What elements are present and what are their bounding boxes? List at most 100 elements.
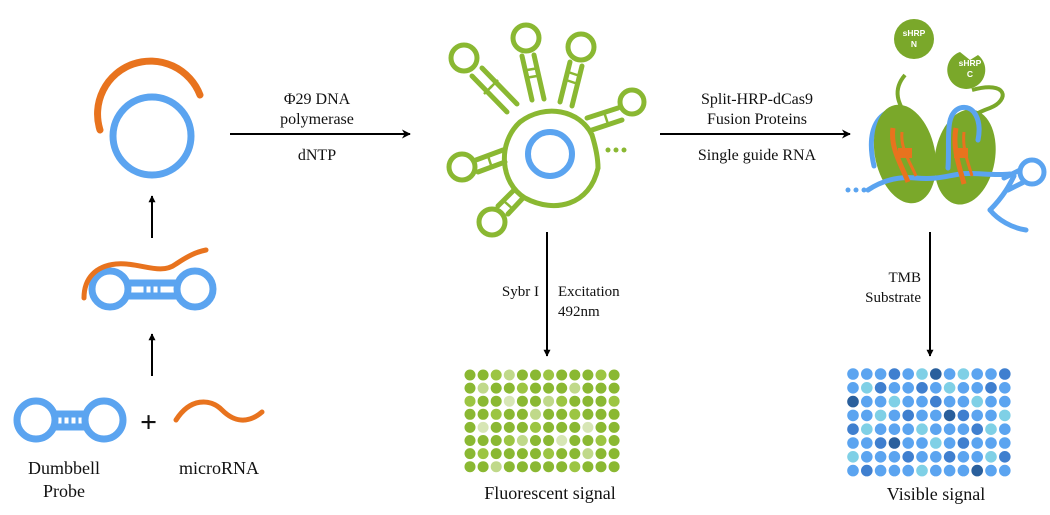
fluorescent-well (477, 435, 489, 446)
fluorescent-well (464, 382, 476, 394)
visible-well (957, 368, 970, 380)
visible-well (957, 409, 970, 422)
visible-well (888, 395, 901, 408)
visible-well (957, 464, 970, 477)
visible-well (916, 395, 928, 408)
fluorescent-well (595, 408, 607, 420)
fluorescent-well (608, 448, 620, 460)
visible-well (916, 382, 928, 394)
fluorescent-well (464, 408, 476, 420)
fluorescent-well (503, 461, 515, 473)
step2-label-line1: Split-HRP-dCas9 (701, 91, 813, 108)
fluorescent-well (569, 435, 581, 446)
visible-well (861, 395, 873, 408)
visible-well (916, 409, 928, 422)
fluorescent-well (490, 448, 502, 460)
excitation-label-line1: Excitation (558, 284, 620, 300)
fluorescent-well (582, 369, 594, 381)
fluorescent-well (595, 448, 607, 460)
shrp-n-label-line1: sHRP (903, 28, 926, 38)
visible-well (874, 437, 887, 449)
fluorescent-well (530, 461, 541, 473)
fluorescent-well (556, 435, 568, 446)
fluorescent-well (543, 448, 555, 460)
hybridized-probe (81, 247, 217, 311)
fluorescent-well (490, 421, 502, 433)
visible-well (847, 409, 859, 422)
visible-well (916, 451, 928, 463)
fluorescent-well (582, 408, 594, 420)
fluorescent-well (543, 461, 555, 473)
visible-well (930, 409, 942, 422)
fluorescent-well (477, 421, 489, 433)
visible-well (861, 423, 873, 436)
step1-label-line2: polymerase (280, 111, 354, 128)
visible-well (861, 437, 873, 449)
fluorescent-well (530, 369, 541, 381)
fluorescent-well (464, 461, 476, 473)
visible-well (943, 464, 956, 477)
fluorescent-well (582, 435, 594, 446)
fluorescent-well (569, 369, 581, 381)
visible-well (985, 451, 997, 463)
visible-well (930, 395, 942, 408)
fluorescent-well (543, 435, 555, 446)
fluorescent-well (477, 408, 489, 420)
visible-well (999, 409, 1011, 422)
visible-well (902, 395, 914, 408)
visible-well (847, 395, 859, 408)
visible-well (999, 395, 1011, 408)
visible-dot-grid (847, 368, 1011, 477)
visible-well (943, 368, 956, 380)
fluorescent-well (595, 369, 607, 381)
fluorescent-well (530, 382, 541, 394)
fluorescent-well (516, 421, 528, 433)
visible-well (847, 382, 859, 394)
visible-well (999, 437, 1011, 449)
fluorescent-well (595, 461, 607, 473)
fluorescent-well (516, 382, 528, 394)
fluorescent-well (582, 421, 594, 433)
fluorescent-well (608, 435, 620, 446)
fluorescent-well (608, 421, 620, 433)
fluorescent-well (543, 395, 555, 407)
circular-template (94, 57, 204, 179)
visible-well (971, 395, 983, 408)
dumbbell-probe (13, 397, 127, 443)
visible-well (943, 409, 956, 422)
fluorescent-well (569, 448, 581, 460)
fluorescent-well (582, 395, 594, 407)
visible-well (888, 382, 901, 394)
visible-signal-label: Visible signal (887, 484, 985, 504)
visible-well (861, 368, 873, 380)
fluorescent-well (490, 382, 502, 394)
fluorescent-well (595, 395, 607, 407)
visible-well (888, 423, 901, 436)
fluorescent-dot-grid (464, 369, 620, 473)
fluorescent-well (516, 408, 528, 420)
fluorescent-well (569, 408, 581, 420)
fluorescent-well (477, 382, 489, 394)
fluorescent-well (464, 435, 476, 446)
step2-label-below: Single guide RNA (698, 147, 817, 164)
fluorescent-well (543, 408, 555, 420)
fluorescent-well (530, 435, 541, 446)
fluorescent-well (516, 448, 528, 460)
fluorescent-well (464, 421, 476, 433)
visible-well (930, 423, 942, 436)
fluorescent-well (582, 382, 594, 394)
dumbbell-probe-label-line2: Probe (43, 481, 85, 501)
fluorescent-well (503, 408, 515, 420)
shrp-c-protein (947, 52, 986, 89)
shrp-c-label-line2: C (967, 69, 973, 79)
microrna-label: microRNA (179, 458, 259, 478)
visible-well (861, 451, 873, 463)
visible-well (847, 451, 859, 463)
fluorescent-well (569, 421, 581, 433)
fluorescent-well (543, 421, 555, 433)
visible-well (957, 423, 970, 436)
rca-amplicon-rungs (483, 66, 610, 211)
dumbbell-probe-label-line1: Dumbbell (28, 458, 100, 478)
fluorescent-signal-label: Fluorescent signal (484, 483, 615, 503)
